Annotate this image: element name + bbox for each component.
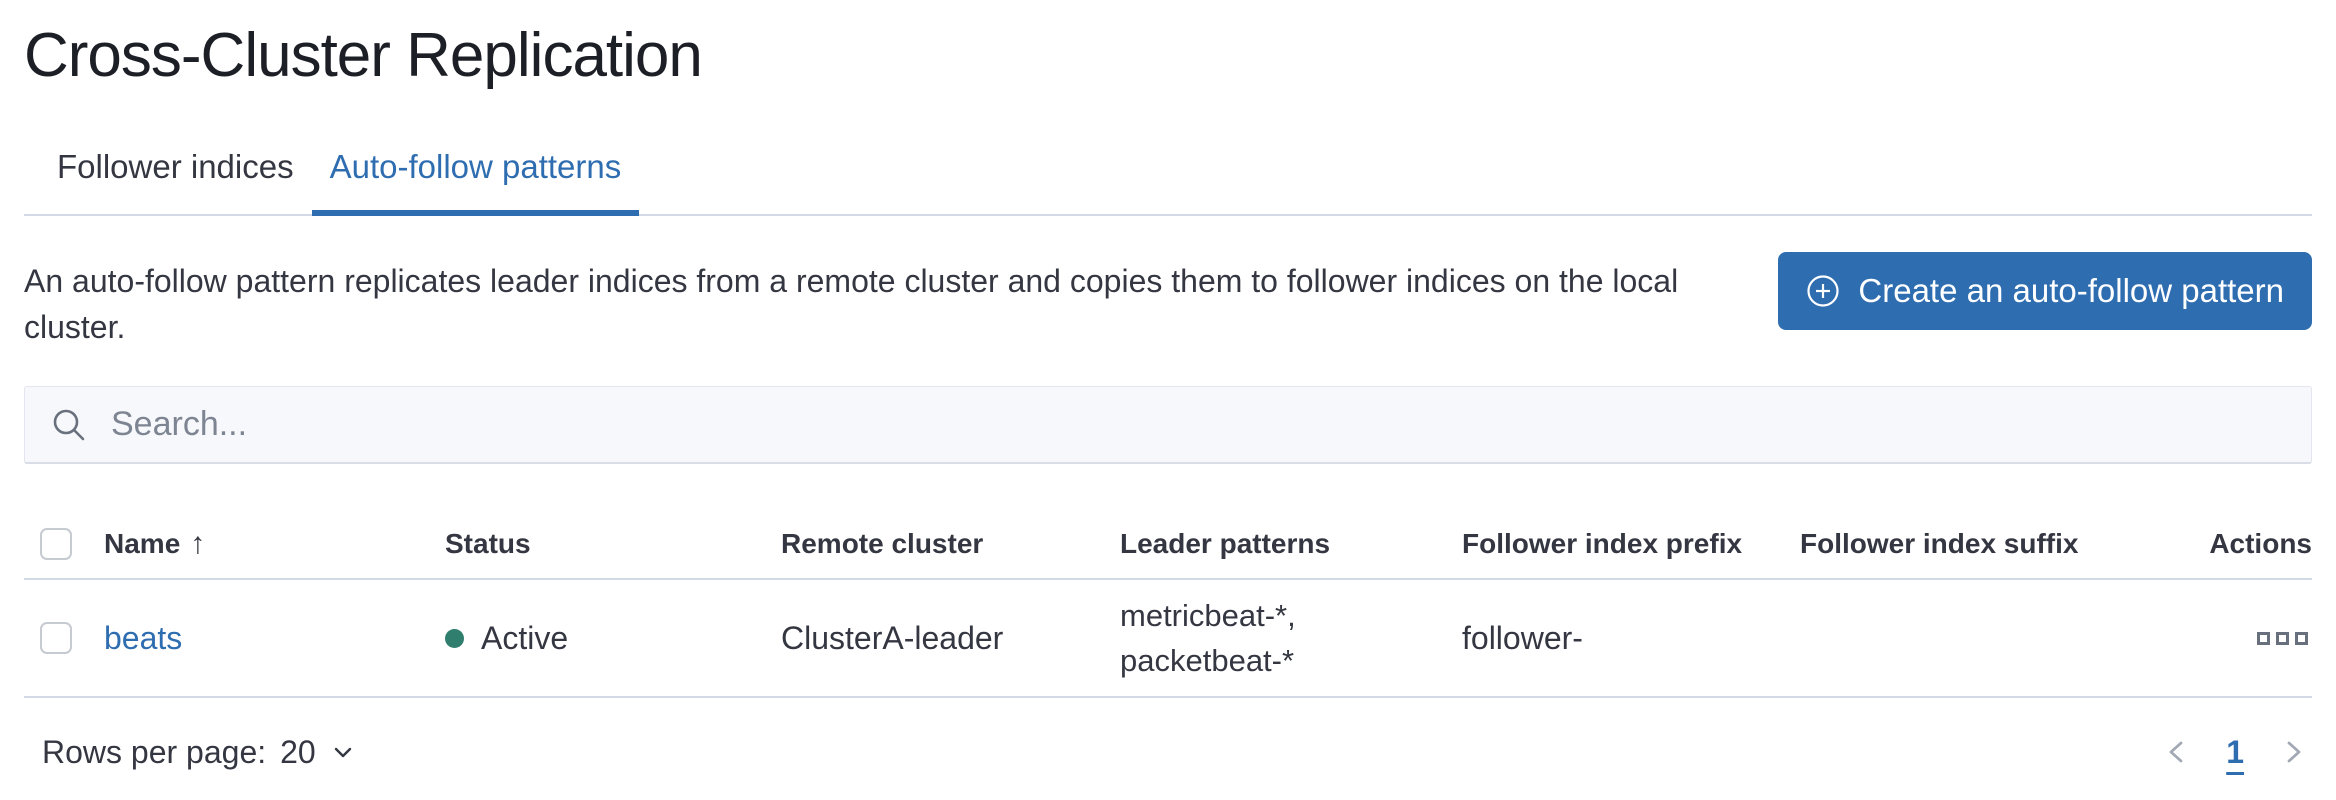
- intro-section: An auto-follow pattern replicates leader…: [24, 252, 2312, 350]
- cross-cluster-replication-page: Cross-Cluster Replication Follower indic…: [24, 21, 2312, 782]
- rows-per-page-button[interactable]: Rows per page: 20: [42, 734, 356, 771]
- cell-follower-index-prefix: follower-: [1462, 619, 1583, 656]
- tab-bar: Follower indices Auto-follow patterns: [24, 148, 2312, 216]
- cell-actions: [2192, 628, 2312, 649]
- cell-remote-cluster: ClusterA-leader: [781, 619, 1004, 656]
- column-header-actions: Actions: [2209, 528, 2312, 559]
- row-actions-boxes-horizontal-icon[interactable]: [2253, 628, 2312, 649]
- column-header-follower-index-suffix: Follower index suffix: [1800, 528, 2079, 559]
- row-checkbox[interactable]: [40, 622, 72, 654]
- cell-name: beats: [104, 620, 445, 657]
- cell-status: Active: [445, 620, 781, 657]
- search-bar[interactable]: [24, 386, 2312, 464]
- column-header-status: Status: [445, 528, 531, 559]
- column-header-follower-index-prefix: Follower index prefix: [1462, 528, 1743, 559]
- rows-per-page-label: Rows per page:: [42, 733, 267, 770]
- previous-page-chevron-left-icon[interactable]: [2158, 731, 2196, 773]
- cell-leader-patterns: metricbeat-*, packetbeat-*: [1120, 598, 1296, 678]
- tab-follower-indices-label: Follower indices: [57, 148, 294, 185]
- tab-auto-follow-patterns[interactable]: Auto-follow patterns: [311, 148, 640, 216]
- tab-auto-follow-patterns-label: Auto-follow patterns: [329, 148, 622, 185]
- column-header-name[interactable]: Name ↑: [104, 527, 206, 560]
- create-auto-follow-pattern-button[interactable]: Create an auto-follow pattern: [1778, 252, 2312, 330]
- header-checkbox-cell: [24, 528, 104, 560]
- section-description: An auto-follow pattern replicates leader…: [24, 263, 1679, 345]
- create-button-label: Create an auto-follow pattern: [1858, 272, 2284, 309]
- table-footer: Rows per page: 20 1: [24, 722, 2312, 782]
- tab-follower-indices[interactable]: Follower indices: [39, 148, 312, 214]
- row-checkbox-cell: [24, 622, 104, 654]
- search-input[interactable]: [111, 405, 2285, 444]
- table-row-beats: beats Active ClusterA-leader metricbeat-…: [24, 580, 2312, 698]
- search-icon: [51, 407, 87, 443]
- rows-per-page-value: 20: [280, 733, 316, 770]
- chevron-down-icon: [330, 739, 356, 765]
- plus-in-circle-icon: [1806, 274, 1840, 308]
- pattern-name-link[interactable]: beats: [104, 619, 183, 656]
- pagination: 1: [2158, 731, 2312, 773]
- status-label: Active: [481, 619, 569, 656]
- table-header-row: Name ↑ Status Remote cluster Leader patt…: [24, 510, 2312, 580]
- status-active-dot-icon: [445, 628, 464, 648]
- next-page-chevron-right-icon[interactable]: [2274, 731, 2312, 773]
- page-title: Cross-Cluster Replication: [24, 21, 703, 90]
- column-header-leader-patterns: Leader patterns: [1120, 528, 1331, 559]
- page-number-1[interactable]: 1: [2226, 733, 2244, 770]
- column-header-remote-cluster: Remote cluster: [781, 528, 984, 559]
- sort-ascending-arrow-icon: ↑: [190, 527, 206, 560]
- auto-follow-patterns-table: Name ↑ Status Remote cluster Leader patt…: [24, 510, 2312, 698]
- select-all-checkbox[interactable]: [40, 528, 72, 560]
